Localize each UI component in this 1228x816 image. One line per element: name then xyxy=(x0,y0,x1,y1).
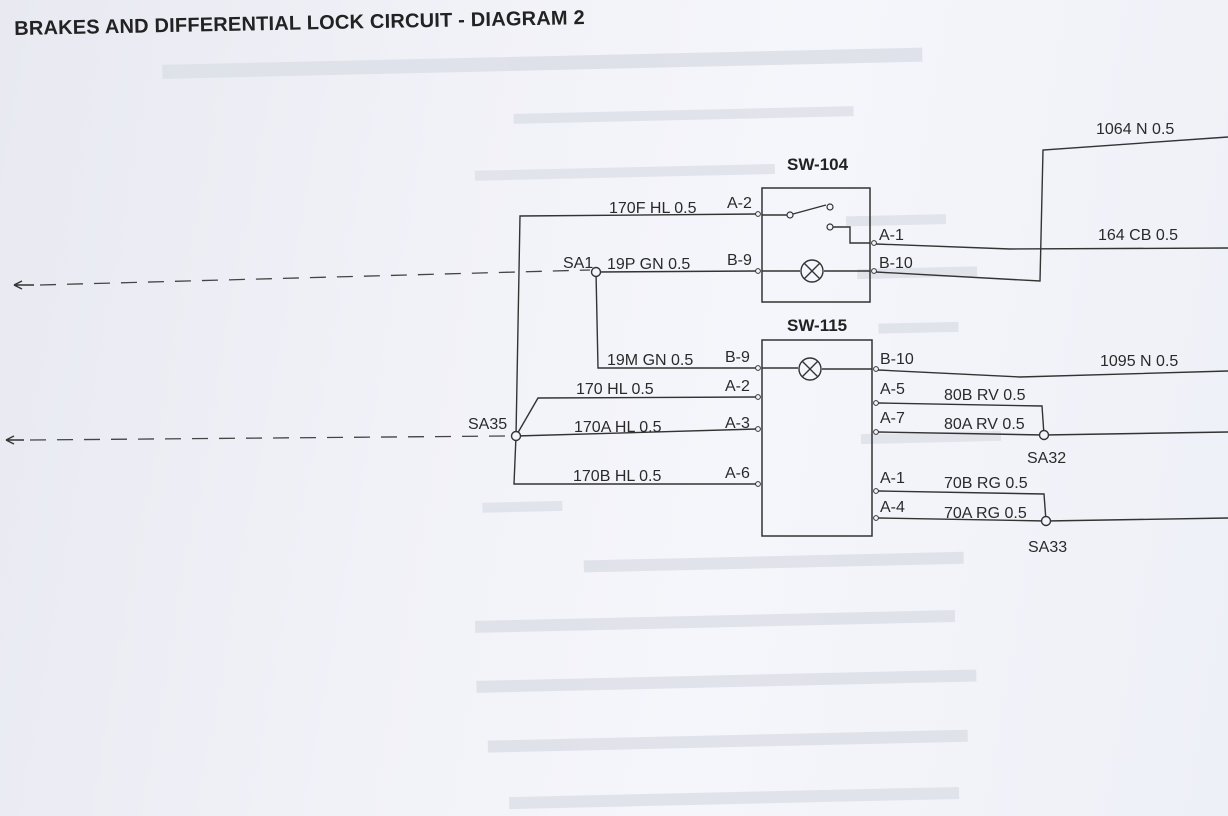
wire-label-19p: 19P GN 0.5 xyxy=(607,256,690,273)
pin-label-sw115-b9: B-9 xyxy=(725,349,750,366)
switch-sw104 xyxy=(761,187,871,303)
splice-node-sa35 xyxy=(510,430,522,442)
pin-markers xyxy=(755,211,879,521)
wire-label-1095: 1095 N 0.5 xyxy=(1100,353,1178,370)
pin-label-sw115-a4: A-4 xyxy=(880,499,905,516)
splice-node-sa32 xyxy=(1038,429,1050,441)
pin-label-sw115-a2: A-2 xyxy=(725,378,750,395)
pin-label-sw115-a6: A-6 xyxy=(725,465,750,482)
wire-label-1064: 1064 N 0.5 xyxy=(1096,121,1174,138)
wire-label-170b: 170B HL 0.5 xyxy=(573,468,661,485)
pin-label-sw104-b9: B-9 xyxy=(727,252,752,269)
switch-sw115 xyxy=(761,339,873,537)
splice-node-sa33 xyxy=(1040,515,1052,527)
wire-label-170a: 170A HL 0.5 xyxy=(574,419,662,436)
wire-label-164: 164 CB 0.5 xyxy=(1098,227,1178,244)
splice-label-sa32: SA32 xyxy=(1027,450,1066,467)
wire-label-170: 170 HL 0.5 xyxy=(576,381,654,398)
component-label-sw104: SW-104 xyxy=(787,155,849,174)
splice-label-sa1: SA1 xyxy=(563,255,593,272)
wire-label-70a: 70A RG 0.5 xyxy=(944,505,1027,522)
pin-label-sw115-a7: A-7 xyxy=(880,410,905,427)
right-wiring xyxy=(875,136,1228,522)
component-label-sw115: SW-115 xyxy=(787,316,847,335)
splice-node-sa1 xyxy=(590,266,602,278)
left-wiring xyxy=(513,213,758,485)
pin-label-sw115-a3: A-3 xyxy=(725,415,750,432)
wire-label-170f: 170F HL 0.5 xyxy=(609,200,697,217)
pin-label-sw115-a1: A-1 xyxy=(880,470,905,487)
leader-lines xyxy=(5,269,591,445)
pin-label-sw104-a1: A-1 xyxy=(879,227,904,244)
pin-label-sw104-b10: B-10 xyxy=(879,255,913,272)
wire-label-70b: 70B RG 0.5 xyxy=(944,475,1028,492)
show-through-texture xyxy=(162,47,1002,810)
splice-label-sa33: SA33 xyxy=(1028,539,1067,556)
pin-label-sw115-a5: A-5 xyxy=(880,381,905,398)
pin-label-sw104-a2: A-2 xyxy=(727,195,752,212)
wire-label-80b: 80B RV 0.5 xyxy=(944,387,1026,404)
pin-label-sw115-b10: B-10 xyxy=(880,351,914,368)
wire-label-19m: 19M GN 0.5 xyxy=(607,352,693,369)
splice-label-sa35: SA35 xyxy=(468,416,507,433)
wire-label-80a: 80A RV 0.5 xyxy=(944,416,1025,433)
